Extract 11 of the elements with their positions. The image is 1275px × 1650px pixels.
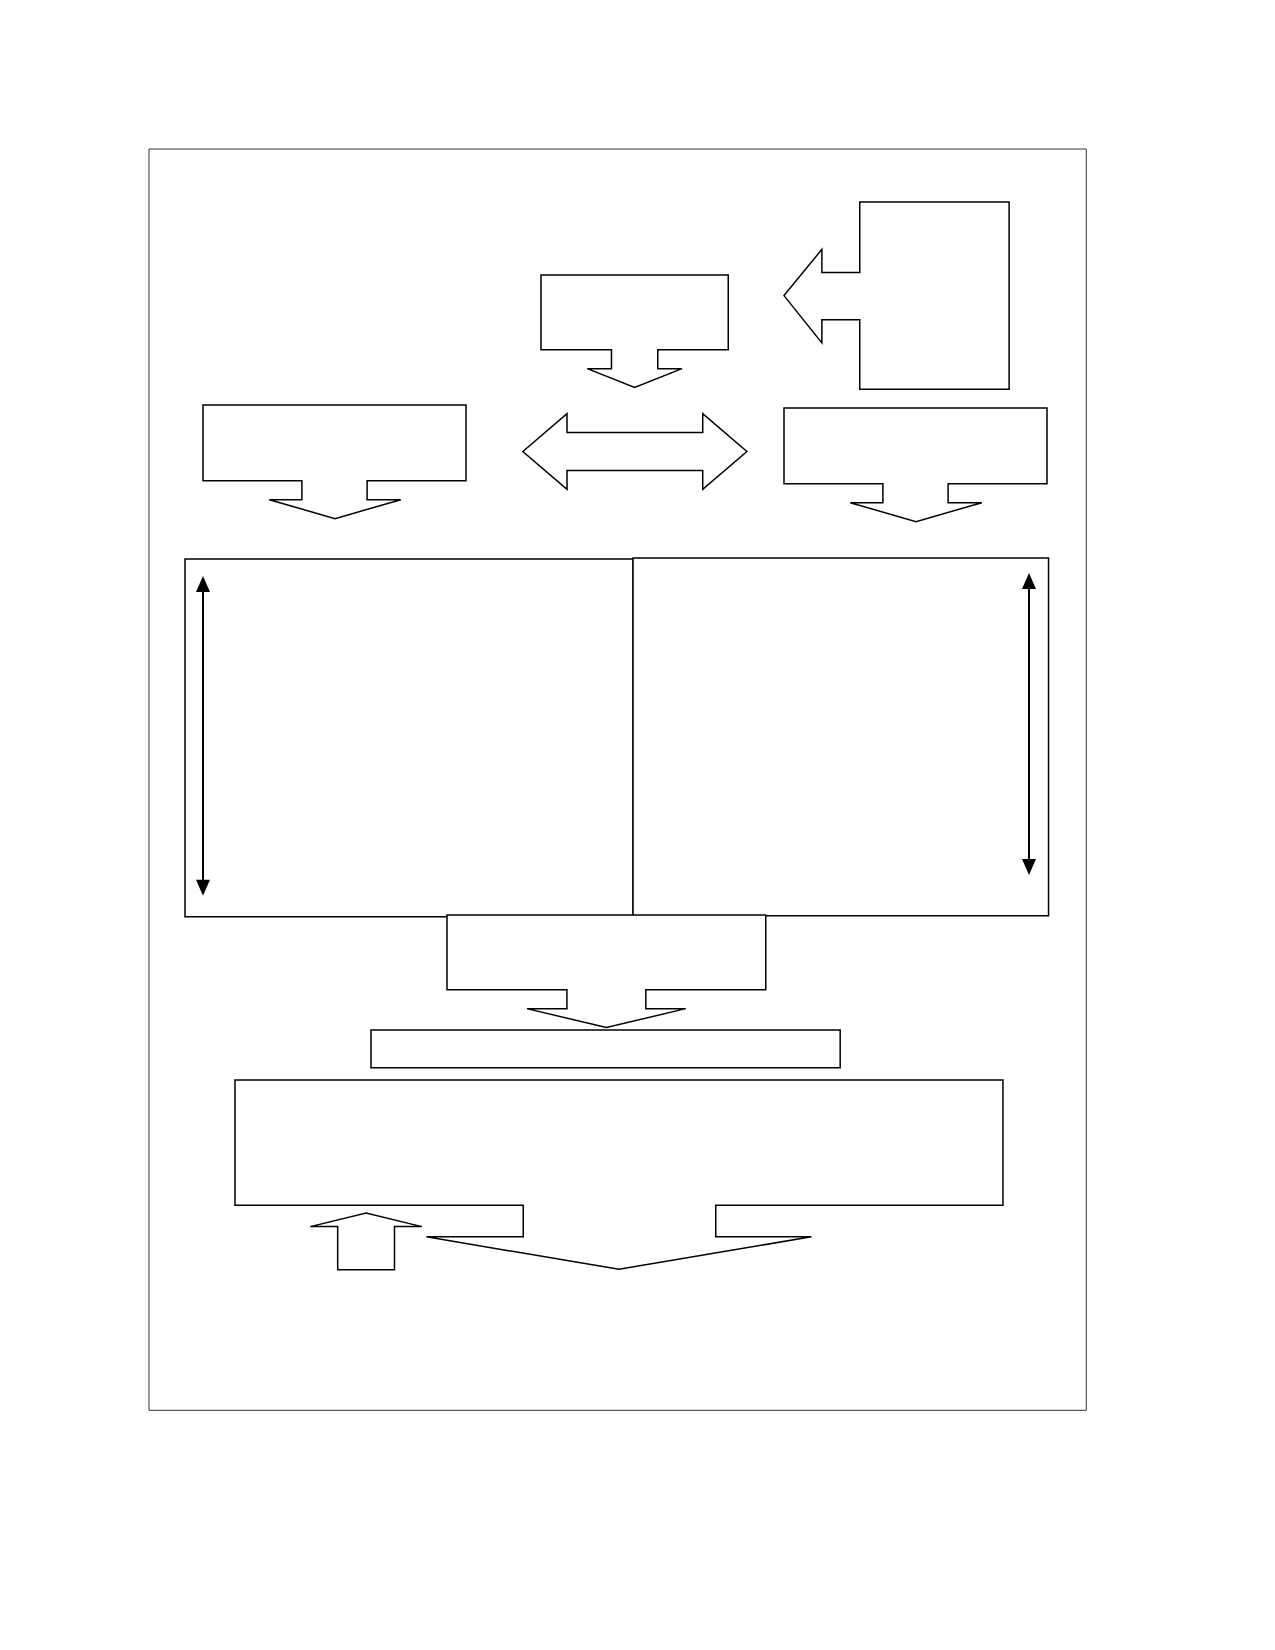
down-arrow-callout bbox=[234, 1080, 1003, 1270]
content-box bbox=[185, 558, 634, 917]
down-arrow-callout bbox=[203, 405, 466, 519]
bar-box bbox=[371, 1029, 841, 1068]
down-arrow-callout bbox=[783, 408, 1047, 522]
left-arrow-callout bbox=[783, 201, 1009, 390]
content-box bbox=[633, 557, 1049, 916]
down-arrow-callout bbox=[447, 915, 766, 1028]
page-frame bbox=[149, 149, 1087, 1411]
down-arrow-callout bbox=[540, 274, 728, 388]
double-block-arrow bbox=[521, 411, 749, 491]
